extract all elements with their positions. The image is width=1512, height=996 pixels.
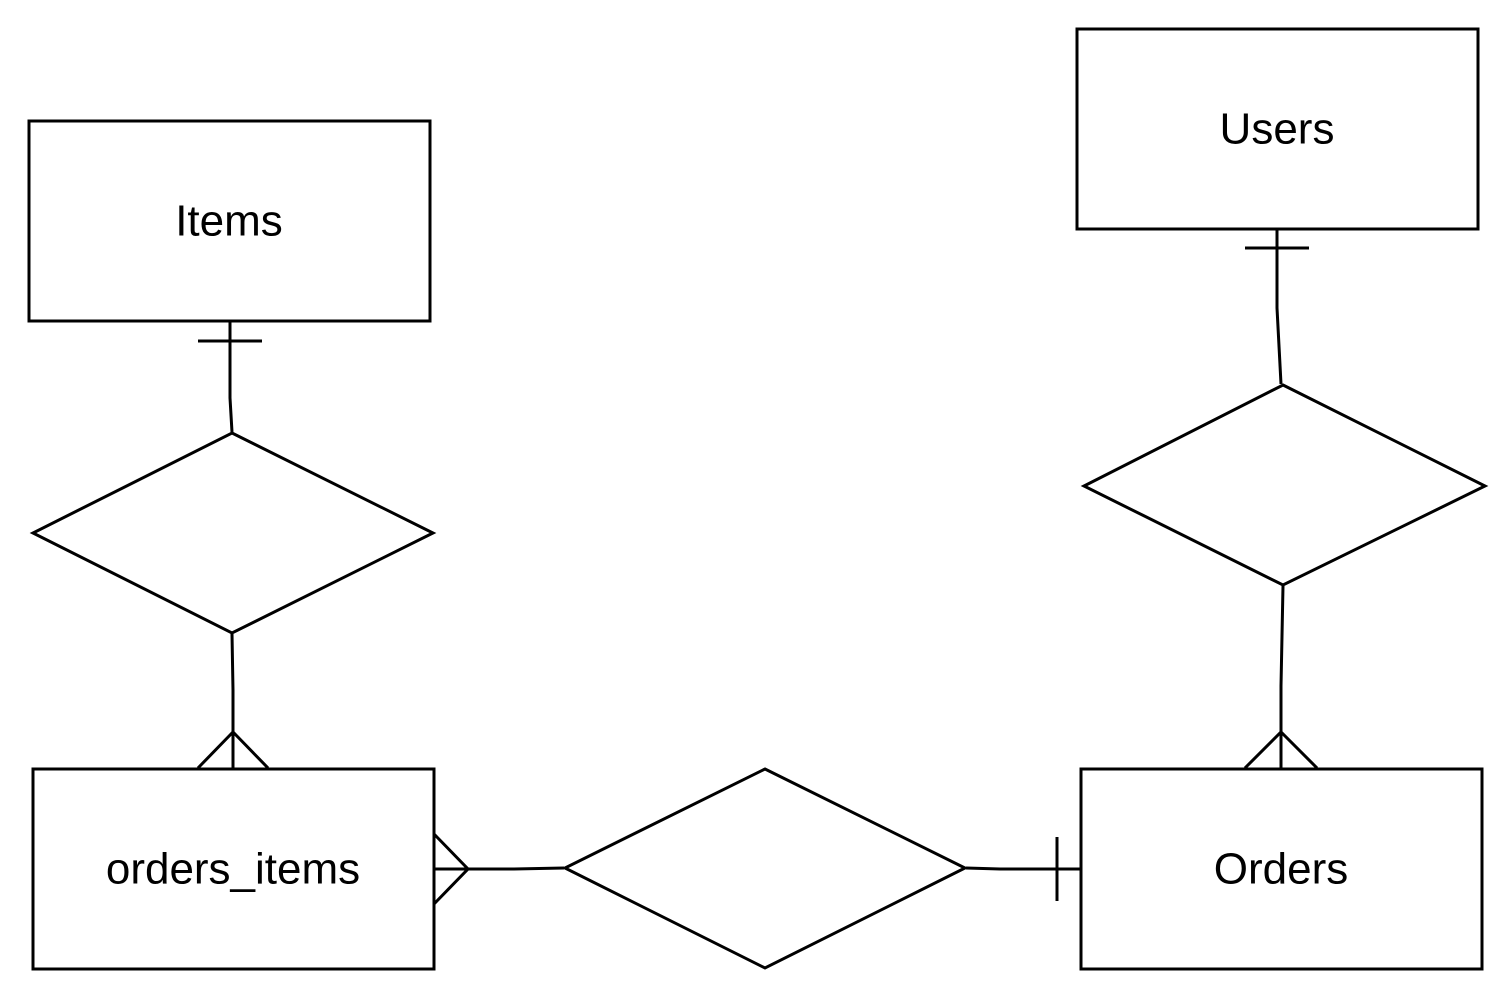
entity-orders-items[interactable]: orders_items — [31, 767, 436, 971]
connector-orders-items-to-relationship — [432, 832, 565, 906]
relationship-orders-items-orders[interactable] — [561, 767, 969, 970]
connector-relationship-to-orders-items — [196, 633, 270, 770]
entity-users-label: Users — [1220, 105, 1335, 154]
entity-items[interactable]: Items — [27, 119, 432, 323]
connector-relationship-to-orders — [1243, 585, 1319, 770]
relationship-users-orders[interactable] — [1080, 383, 1489, 587]
connector-users-to-relationship — [1245, 230, 1309, 385]
many-marker-orders-items-top — [196, 729, 270, 770]
entity-orders[interactable]: Orders — [1079, 767, 1484, 971]
entity-orders-items-label: orders_items — [106, 845, 360, 894]
relationship-items-orders-items[interactable] — [29, 431, 437, 635]
entity-orders-label: Orders — [1214, 845, 1348, 894]
connector-relationship-to-orders — [965, 837, 1080, 901]
many-marker-orders-top — [1243, 729, 1319, 770]
entity-users[interactable]: Users — [1075, 27, 1480, 231]
entity-items-label: Items — [175, 197, 283, 246]
connector-items-to-relationship — [198, 322, 262, 433]
many-marker-orders-items-right — [432, 832, 471, 906]
